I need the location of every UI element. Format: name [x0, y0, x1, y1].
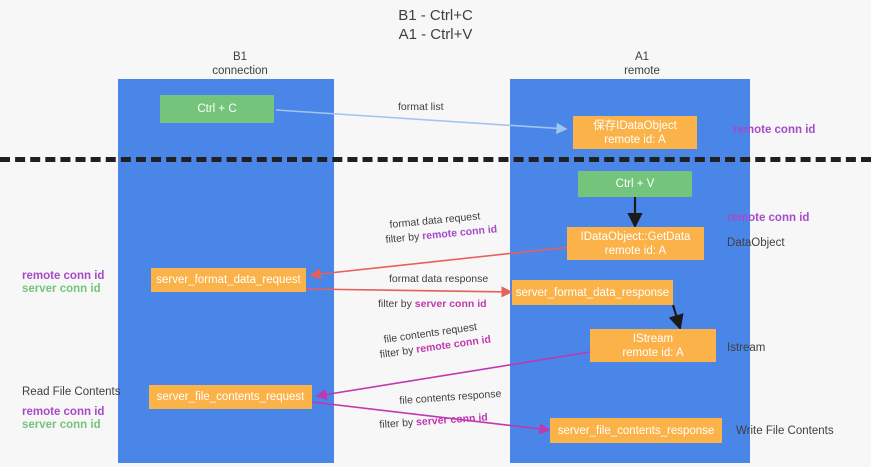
annotation-left-server-conn-id-2: server conn id — [22, 419, 101, 431]
node-server-file-contents-request[interactable]: server_file_contents_request — [149, 385, 312, 409]
filter-prefix: filter by — [385, 230, 423, 246]
annotation-read-file-contents: Read File Contents — [22, 386, 121, 398]
diagram-title: B1 - Ctrl+C A1 - Ctrl+V — [398, 7, 473, 43]
filter-prefix: filter by — [378, 298, 415, 310]
phase-divider — [0, 157, 871, 162]
edge-label-format-list: format list — [398, 101, 444, 113]
annotation-istream: Istream — [727, 342, 766, 354]
annotation-dataobject: DataObject — [727, 237, 785, 249]
annotation-left-remote-conn-id-2: remote conn id — [22, 406, 105, 418]
node-getdata[interactable]: IDataObject::GetData remote id: A — [567, 227, 704, 260]
filter-prefix: filter by — [379, 416, 417, 431]
edge-format-data-response — [305, 286, 513, 298]
edge-label-format-data-response-filter: filter by server conn id — [378, 298, 487, 311]
filter-key: server conn id — [415, 411, 489, 429]
annotation-remote-conn-id-mid: remote conn id — [727, 212, 810, 224]
edge-label-file-contents-response: file contents response — [399, 387, 502, 407]
column-header-a1: A1 remote — [624, 51, 660, 77]
edge-label-format-data-response: format data response — [389, 273, 489, 285]
node-server-file-contents-response[interactable]: server_file_contents_response — [550, 418, 722, 443]
node-server-format-data-request[interactable]: server_format_data_request — [151, 268, 306, 292]
node-ctrl-v[interactable]: Ctrl + V — [578, 171, 692, 197]
annotation-left-remote-conn-id: remote conn id — [22, 270, 105, 282]
node-dataobject-remote[interactable]: 保存IDataObject remote id: A — [573, 116, 697, 149]
filter-key: server conn id — [414, 298, 487, 310]
node-server-format-data-response[interactable]: server_format_data_response — [512, 280, 673, 305]
annotation-remote-conn-id-top: remote conn id — [733, 124, 816, 136]
column-header-b1: B1 connection — [212, 51, 268, 77]
node-ctrl-c[interactable]: Ctrl + C — [160, 95, 274, 123]
annotation-write-file-contents: Write File Contents — [736, 425, 834, 437]
edge-label-file-contents-response-filter: filter by server conn id — [379, 411, 488, 432]
node-istream[interactable]: IStream remote id: A — [590, 329, 716, 362]
annotation-left-server-conn-id: server conn id — [22, 283, 101, 295]
